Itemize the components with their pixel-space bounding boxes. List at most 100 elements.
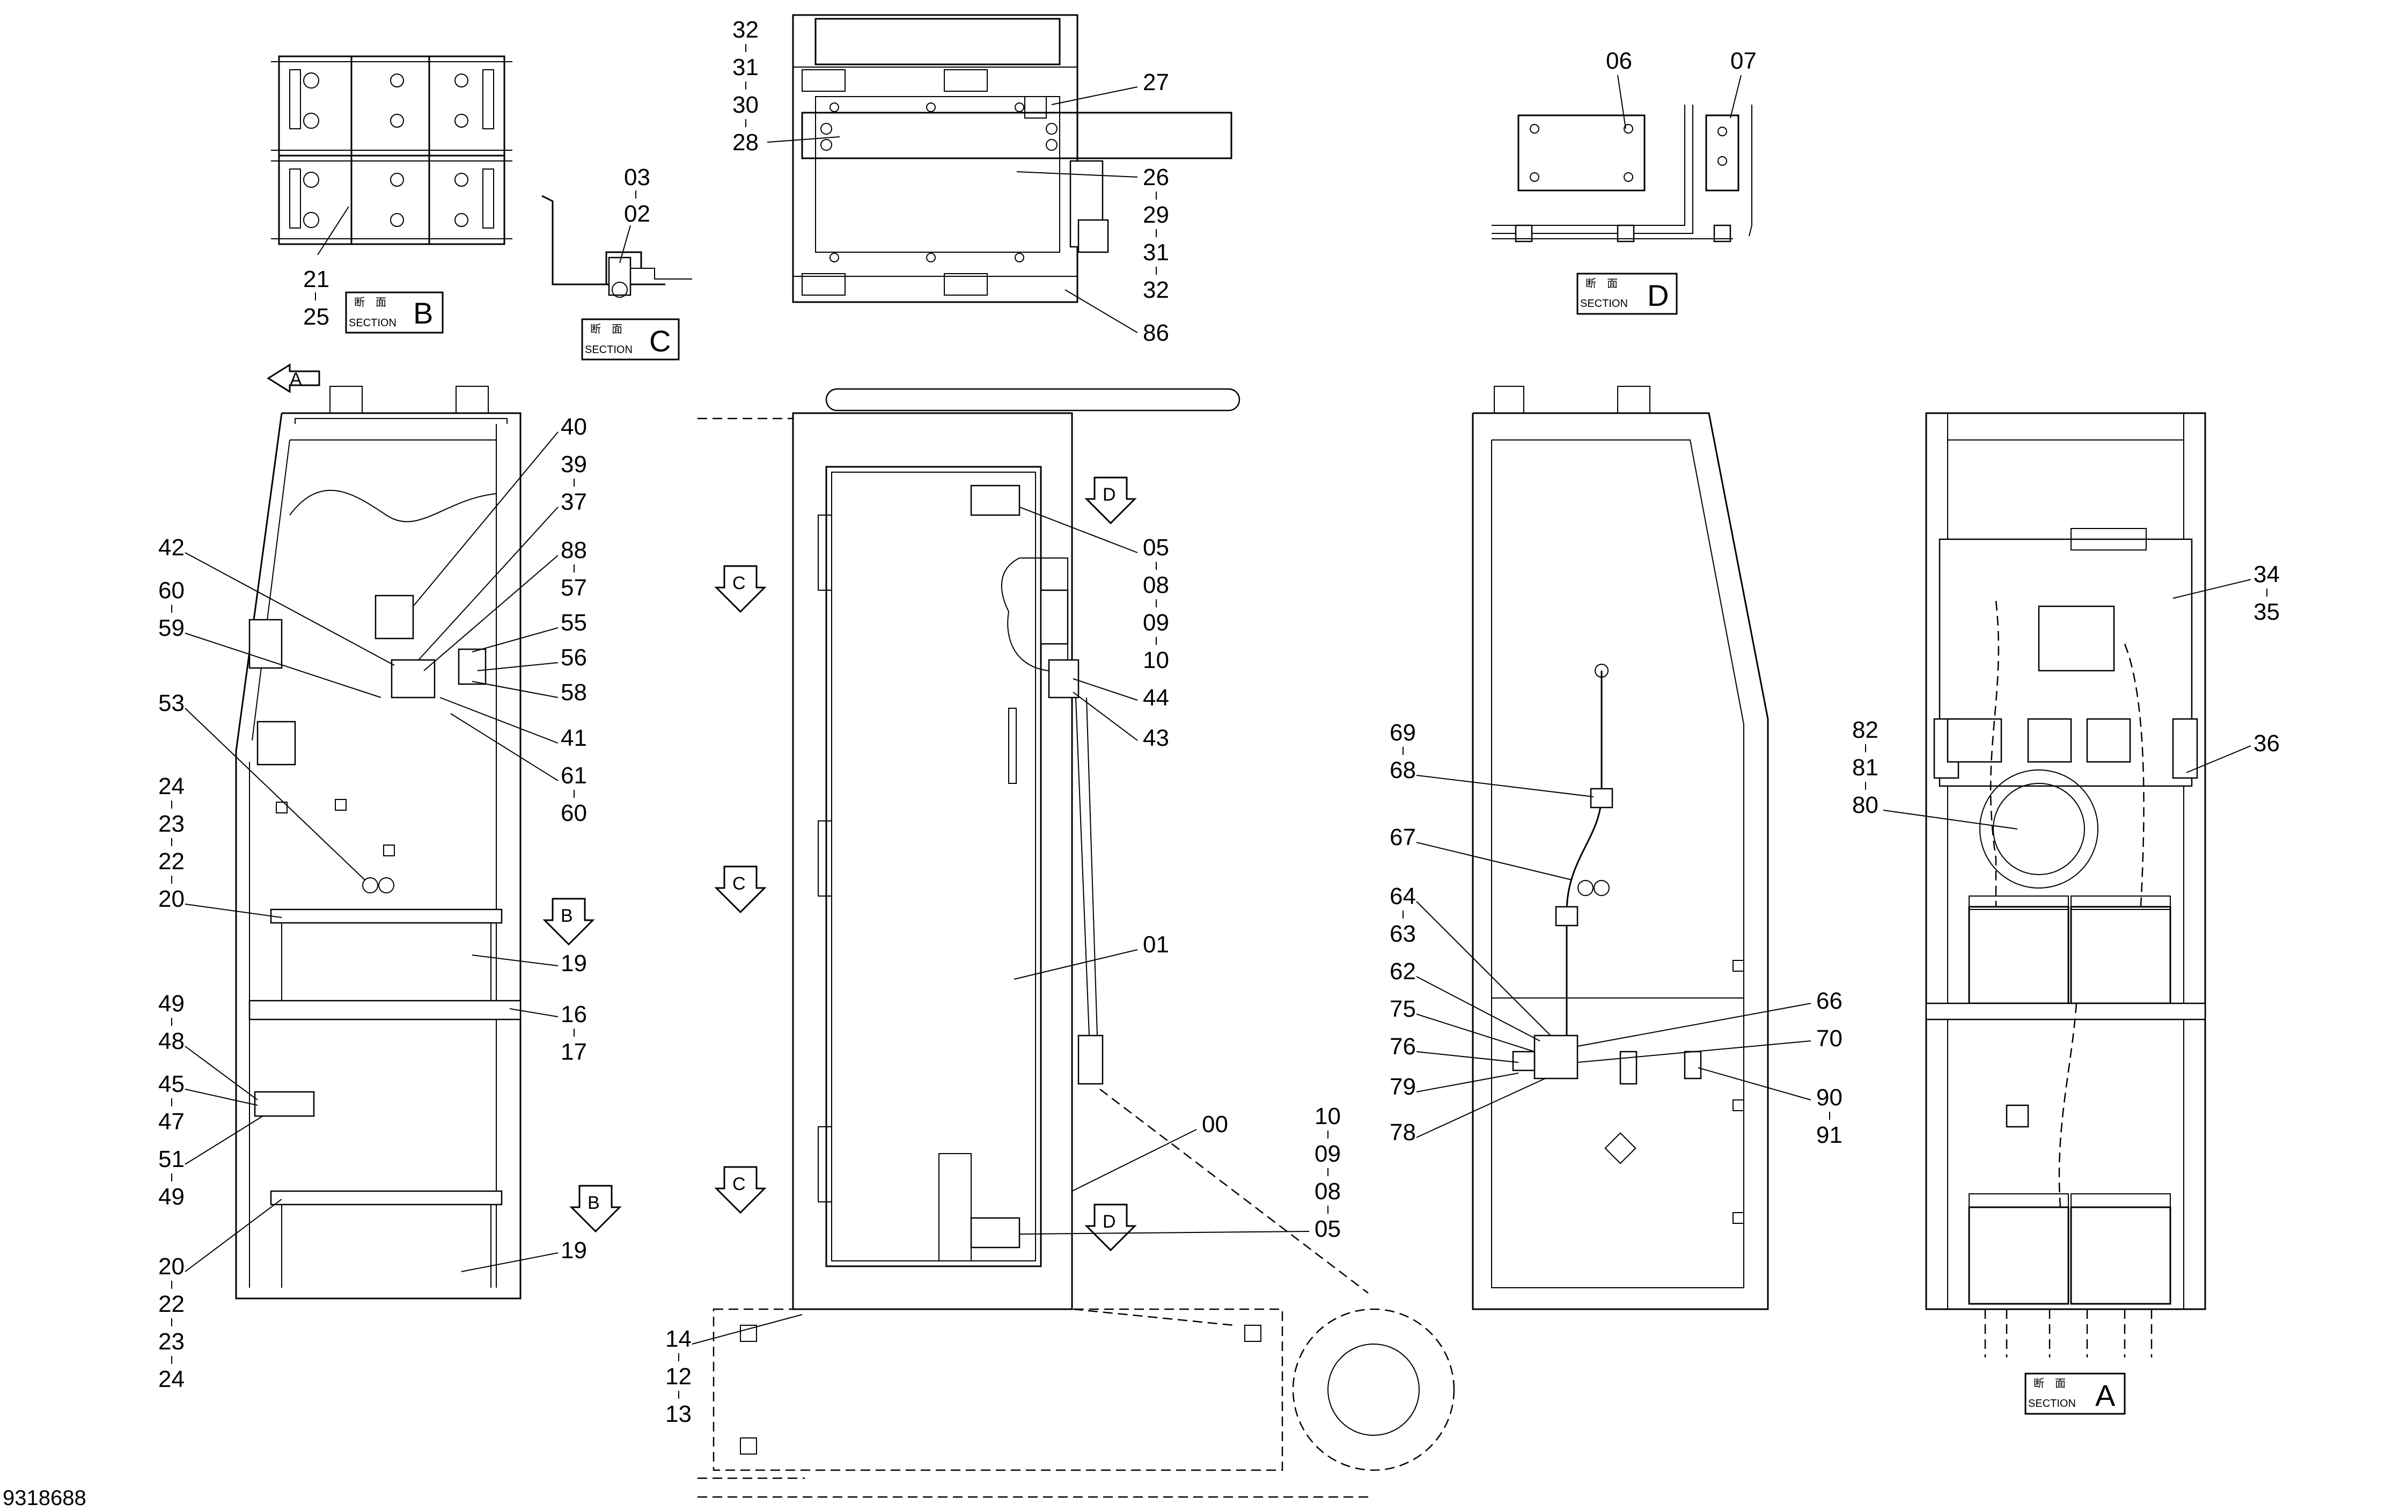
callout-16: 16 — [561, 1001, 587, 1027]
callout-29: 29 — [1143, 202, 1169, 228]
view-arrow-b-2: B — [569, 1185, 622, 1233]
view-arrow-c-1: C — [714, 565, 767, 613]
callout-91: 91 — [1816, 1122, 1842, 1148]
svg-text:B: B — [588, 1193, 600, 1213]
callout-69: 69 — [1390, 720, 1416, 746]
callout-17: 17 — [561, 1039, 587, 1065]
callout-03: 03 — [624, 164, 650, 190]
left-cabinet-view — [235, 386, 522, 1300]
detail-d-view — [1492, 105, 1752, 243]
callout-27: 27 — [1143, 69, 1169, 96]
svg-text:SECTION: SECTION — [349, 317, 397, 329]
svg-text:断 面: 断 面 — [590, 323, 622, 335]
view-arrow-b-1: B — [542, 898, 595, 946]
callout-45: 45 — [158, 1071, 185, 1097]
callout-24b: 24 — [158, 1366, 185, 1392]
callout-35: 35 — [2253, 599, 2280, 625]
section-label-c: 断 面 SECTION C — [581, 318, 680, 361]
callout-05b: 05 — [1315, 1216, 1341, 1242]
callout-37: 37 — [561, 489, 587, 515]
view-arrow-d-1: D — [1084, 476, 1137, 525]
callout-01: 01 — [1143, 931, 1169, 958]
callout-86: 86 — [1143, 320, 1169, 346]
svg-text:D: D — [1647, 278, 1669, 312]
callout-62: 62 — [1390, 958, 1416, 985]
callout-56: 56 — [561, 644, 587, 671]
callout-70: 70 — [1816, 1025, 1842, 1052]
callout-41: 41 — [561, 725, 587, 751]
callout-42: 42 — [158, 534, 185, 561]
svg-text:SECTION: SECTION — [1580, 298, 1628, 310]
svg-text:A: A — [290, 369, 302, 390]
callout-53: 53 — [158, 690, 185, 716]
callout-64: 64 — [1390, 883, 1416, 909]
callout-19b: 19 — [561, 1237, 587, 1264]
callout-28: 28 — [732, 129, 759, 156]
callout-14: 14 — [665, 1326, 692, 1352]
callout-59: 59 — [158, 615, 185, 641]
callout-00: 00 — [1202, 1111, 1228, 1137]
svg-text:断 面: 断 面 — [1585, 277, 1618, 290]
callout-31: 31 — [732, 54, 759, 80]
callout-44: 44 — [1143, 685, 1169, 711]
callout-10: 10 — [1143, 647, 1169, 673]
callout-39: 39 — [561, 451, 587, 478]
callout-25: 25 — [303, 304, 329, 330]
callout-63: 63 — [1390, 921, 1416, 947]
callout-19: 19 — [561, 950, 587, 977]
callout-90: 90 — [1816, 1084, 1842, 1111]
callout-30: 30 — [732, 92, 759, 118]
callout-23b: 23 — [158, 1328, 185, 1355]
svg-text:A: A — [2095, 1378, 2116, 1412]
callout-47: 47 — [158, 1109, 185, 1135]
callout-22b: 22 — [158, 1291, 185, 1317]
callout-09: 09 — [1143, 610, 1169, 636]
callout-07: 07 — [1730, 48, 1757, 74]
section-label-d: 断 面 SECTION D — [1576, 273, 1678, 315]
svg-text:B: B — [561, 906, 573, 926]
callout-67: 67 — [1390, 824, 1416, 850]
detail-b-view — [271, 55, 512, 255]
detail-c-view — [541, 195, 692, 298]
callout-12: 12 — [665, 1363, 692, 1390]
svg-text:断 面: 断 面 — [2033, 1377, 2066, 1390]
front-door-view — [698, 388, 1455, 1498]
callout-08b: 08 — [1315, 1178, 1341, 1205]
callout-23: 23 — [158, 811, 185, 837]
callout-80: 80 — [1852, 792, 1878, 818]
callout-40: 40 — [561, 414, 587, 440]
callout-57: 57 — [561, 575, 587, 601]
callout-58: 58 — [561, 679, 587, 706]
callout-75: 75 — [1390, 996, 1416, 1022]
callout-06: 06 — [1606, 48, 1632, 74]
svg-text:SECTION: SECTION — [585, 344, 633, 356]
callout-66: 66 — [1816, 988, 1842, 1014]
view-arrow-c-3: C — [714, 1166, 767, 1214]
callout-32b: 32 — [1143, 277, 1169, 303]
callout-36: 36 — [2253, 730, 2280, 757]
svg-text:D: D — [1103, 485, 1116, 505]
section-label-b: 断 面 SECTION B — [345, 291, 444, 334]
svg-text:C: C — [732, 1174, 746, 1194]
svg-text:B: B — [413, 296, 433, 330]
callout-60b: 60 — [561, 800, 587, 826]
callout-09b: 09 — [1315, 1141, 1341, 1167]
callout-32: 32 — [732, 17, 759, 43]
callout-31b: 31 — [1143, 239, 1169, 266]
callout-82: 82 — [1852, 717, 1878, 743]
callout-78: 78 — [1390, 1119, 1416, 1146]
callout-02: 02 — [624, 201, 650, 227]
callout-21: 21 — [303, 266, 329, 292]
callout-55: 55 — [561, 610, 587, 636]
callout-76: 76 — [1390, 1033, 1416, 1060]
callout-68: 68 — [1390, 757, 1416, 783]
svg-text:D: D — [1103, 1212, 1116, 1232]
view-arrow-a: A — [267, 363, 320, 393]
view-arrow-c-2: C — [714, 865, 767, 914]
callout-05: 05 — [1143, 534, 1169, 561]
callout-24: 24 — [158, 773, 185, 799]
callout-43: 43 — [1143, 725, 1169, 751]
callout-20b: 20 — [158, 1253, 185, 1280]
